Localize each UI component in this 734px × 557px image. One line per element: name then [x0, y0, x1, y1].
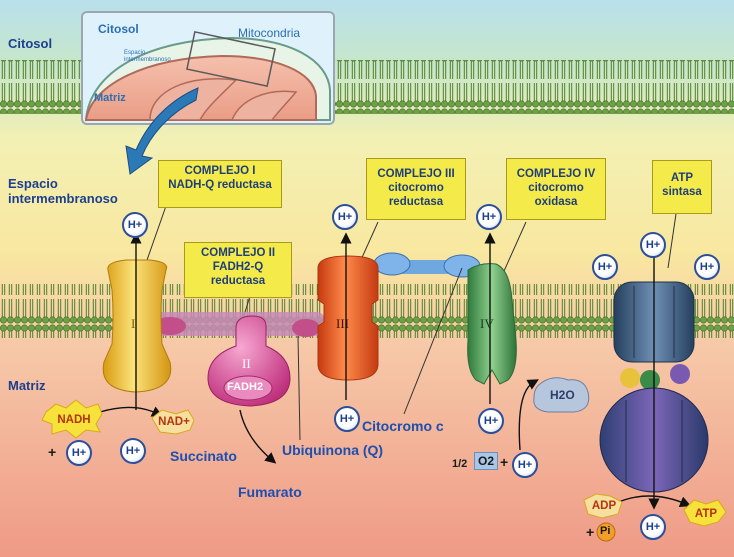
complex-iv-name-2: oxidasa [511, 195, 601, 209]
proton-ion: H+ [334, 406, 360, 432]
oxygen-label: O2 [474, 452, 498, 470]
complex-ii-numeral: II [242, 356, 251, 372]
complex-iv-callout: COMPLEJO IV citocromo oxidasa [506, 158, 606, 220]
atp-synthase-callout: ATP sintasa [652, 160, 712, 214]
cytochrome-c-label: Citocromo c [362, 418, 444, 434]
succinate-label: Succinato [170, 448, 237, 464]
proton-ion: H+ [476, 204, 502, 230]
proton-ion: H+ [512, 452, 538, 478]
complex-i-name: NADH-Q reductasa [163, 178, 277, 192]
cytosol-label: Citosol [8, 36, 52, 51]
plus-sign: + [48, 444, 56, 460]
complex-i-title: COMPLEJO I [163, 164, 277, 178]
complex-ii-name-2: reductasa [189, 274, 287, 288]
fadh2-label: FADH2 [227, 381, 263, 393]
complex-i [103, 260, 171, 392]
inset-intermembrane-label: Espacio intermembranoso [124, 50, 176, 64]
fumarate-label: Fumarato [238, 484, 302, 500]
ubiquinone-label: Ubiquinona (Q) [282, 442, 383, 458]
oxygen-fraction: 1/2 [452, 458, 467, 470]
complex-iii-name: citocromo [371, 181, 461, 195]
adp-label: ADP [586, 496, 622, 516]
intermembrane-label: Espacio intermembranoso [8, 176, 118, 206]
complex-ii-title: COMPLEJO II [189, 246, 287, 260]
oxygen-plus-sign: + [500, 454, 508, 470]
complex-ii-callout: COMPLEJO II FADH2-Q reductasa [184, 242, 292, 298]
inset-cytosol-label: Citosol [98, 22, 139, 36]
intermembrane-label-line2: intermembranoso [8, 191, 118, 206]
matrix-label: Matriz [8, 378, 46, 393]
proton-ion: H+ [592, 254, 618, 280]
complex-iv-title: COMPLEJO IV [511, 167, 601, 181]
complex-ii-name: FADH2-Q [189, 260, 287, 274]
proton-ion: H+ [478, 408, 504, 434]
nadh-label: NADH [48, 410, 100, 430]
proton-ion: H+ [122, 212, 148, 238]
inset-matrix-label: Matriz [94, 92, 126, 104]
nad-label: NAD+ [154, 412, 194, 432]
proton-ion: H+ [332, 204, 358, 230]
atp-synthase-name: sintasa [657, 185, 707, 199]
atp-synthase-title: ATP [657, 171, 707, 185]
proton-ion: H+ [694, 254, 720, 280]
complex-iv-name: citocromo [511, 181, 601, 195]
water-label: H2O [550, 388, 575, 402]
phosphate-label: Pi [600, 525, 610, 537]
proton-ion: H+ [640, 232, 666, 258]
complex-iii-name-2: reductasa [371, 195, 461, 209]
complex-iii-callout: COMPLEJO III citocromo reductasa [366, 158, 466, 220]
proton-ion: H+ [120, 438, 146, 464]
complex-iv-numeral: IV [480, 316, 494, 332]
intermembrane-label-line1: Espacio [8, 176, 118, 191]
inset-mitochondria-label: Mitocondria [238, 26, 300, 40]
proton-ion: H+ [640, 514, 666, 540]
complex-iii-numeral: III [336, 316, 349, 332]
phosphate-plus-sign: + [586, 524, 594, 540]
complex-i-callout: COMPLEJO I NADH-Q reductasa [158, 160, 282, 208]
atp-label: ATP [688, 504, 724, 524]
proton-ion: H+ [66, 440, 92, 466]
complex-i-numeral: I [131, 316, 135, 332]
complex-iii-title: COMPLEJO III [371, 167, 461, 181]
